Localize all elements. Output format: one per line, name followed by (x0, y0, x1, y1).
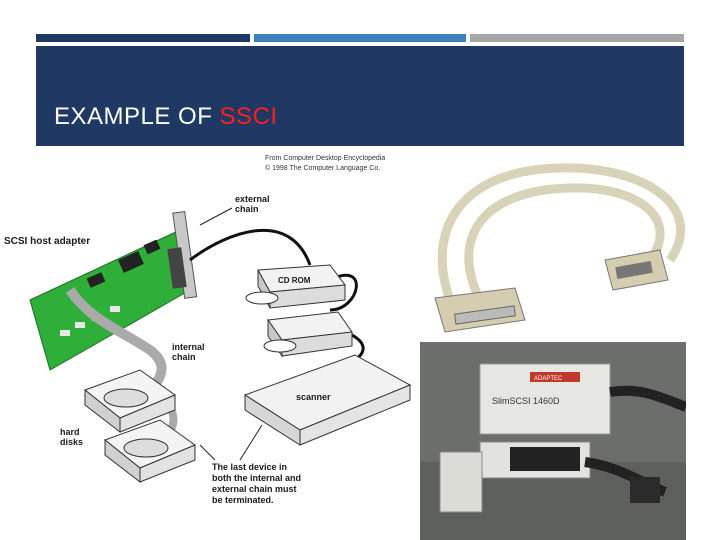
top-bar-gray (470, 34, 684, 42)
diagram-source-line2: © 1998 The Computer Language Co. (265, 164, 380, 172)
hard-disks-label-1: hard (60, 427, 80, 437)
slide-title: EXAMPLE OF SSCI (54, 103, 278, 131)
external-cable-1 (190, 230, 310, 265)
termination-note-line2: both the internal and (212, 473, 301, 483)
internal-chain-label-1: internal (172, 342, 205, 352)
slide-title-highlight: SSCI (220, 103, 278, 130)
top-bar-blue (254, 34, 466, 42)
cd-rom-drive-icon (246, 265, 345, 308)
title-banner: EXAMPLE OF SSCI (36, 46, 684, 146)
external-chain-label-1: external (235, 194, 270, 204)
termination-note-line1: The last device in (212, 462, 287, 472)
pcmcia-card-label: SlimSCSI 1460D (492, 396, 560, 406)
scsi-chain-diagram: From Computer Desktop Encyclopedia © 199… (0, 150, 420, 540)
termination-note-line3: external chain must (212, 484, 297, 494)
pcmcia-card-icon: ADAPTEC SlimSCSI 1460D (480, 364, 610, 434)
termination-note-line4: be terminated. (212, 495, 274, 505)
host-adapter-label: SCSI host adapter (4, 236, 90, 247)
pcmcia-brand-label: ADAPTEC (534, 376, 563, 382)
pcmcia-scsi-adapter-photo: ADAPTEC SlimSCSI 1460D (420, 342, 686, 540)
external-drive-icon (264, 312, 352, 356)
slide-title-prefix: EXAMPLE OF (54, 103, 220, 130)
diagram-source-line1: From Computer Desktop Encyclopedia (265, 155, 385, 162)
external-chain-label-2: chain (235, 204, 259, 214)
internal-chain-label-2: chain (172, 352, 196, 362)
hard-disks-label-2: disks (60, 437, 83, 447)
scsi-cable-photo (420, 150, 710, 340)
cd-rom-label: CD ROM (278, 276, 311, 285)
scanner-label: scanner (296, 392, 331, 402)
top-bar-dark (36, 34, 250, 42)
